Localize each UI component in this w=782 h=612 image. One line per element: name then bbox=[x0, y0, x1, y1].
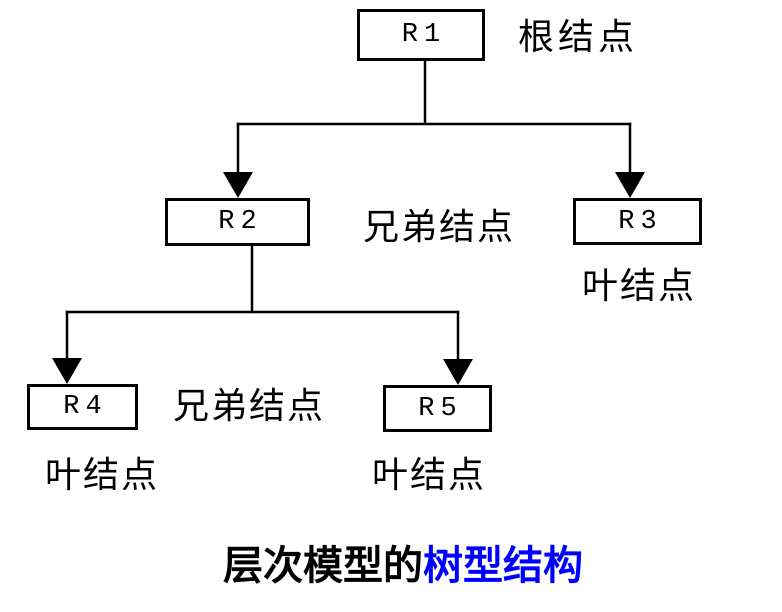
arrowhead-down-icon bbox=[615, 172, 645, 198]
node-r1-label: R1 bbox=[401, 20, 447, 50]
node-r5: R5 bbox=[383, 385, 492, 432]
annotation-siblings-upper: 兄弟结点 bbox=[363, 207, 516, 247]
arrowhead-down-icon bbox=[443, 359, 473, 385]
caption: 层次模型的树型结构 bbox=[223, 544, 583, 588]
annotation-leaf-r4: 叶结点 bbox=[45, 455, 160, 495]
caption-highlight: 树型结构 bbox=[423, 543, 583, 588]
annotation-leaf-r5: 叶结点 bbox=[372, 455, 487, 495]
caption-prefix: 层次模型的 bbox=[223, 543, 423, 588]
node-r1: R1 bbox=[357, 9, 485, 61]
node-r3: R3 bbox=[573, 198, 702, 245]
node-r3-label: R3 bbox=[618, 206, 663, 237]
node-r2: R2 bbox=[165, 198, 310, 246]
arrowhead-down-icon bbox=[52, 358, 82, 384]
annotation-siblings-lower: 兄弟结点 bbox=[173, 386, 326, 426]
node-r4-label: R4 bbox=[63, 392, 108, 422]
node-r2-label: R2 bbox=[218, 207, 263, 237]
annotation-root: 根结点 bbox=[518, 17, 639, 57]
annotation-leaf-r3: 叶结点 bbox=[582, 266, 697, 306]
node-r4: R4 bbox=[27, 384, 138, 430]
node-r5-label: R5 bbox=[418, 393, 463, 424]
arrowhead-down-icon bbox=[223, 172, 253, 198]
